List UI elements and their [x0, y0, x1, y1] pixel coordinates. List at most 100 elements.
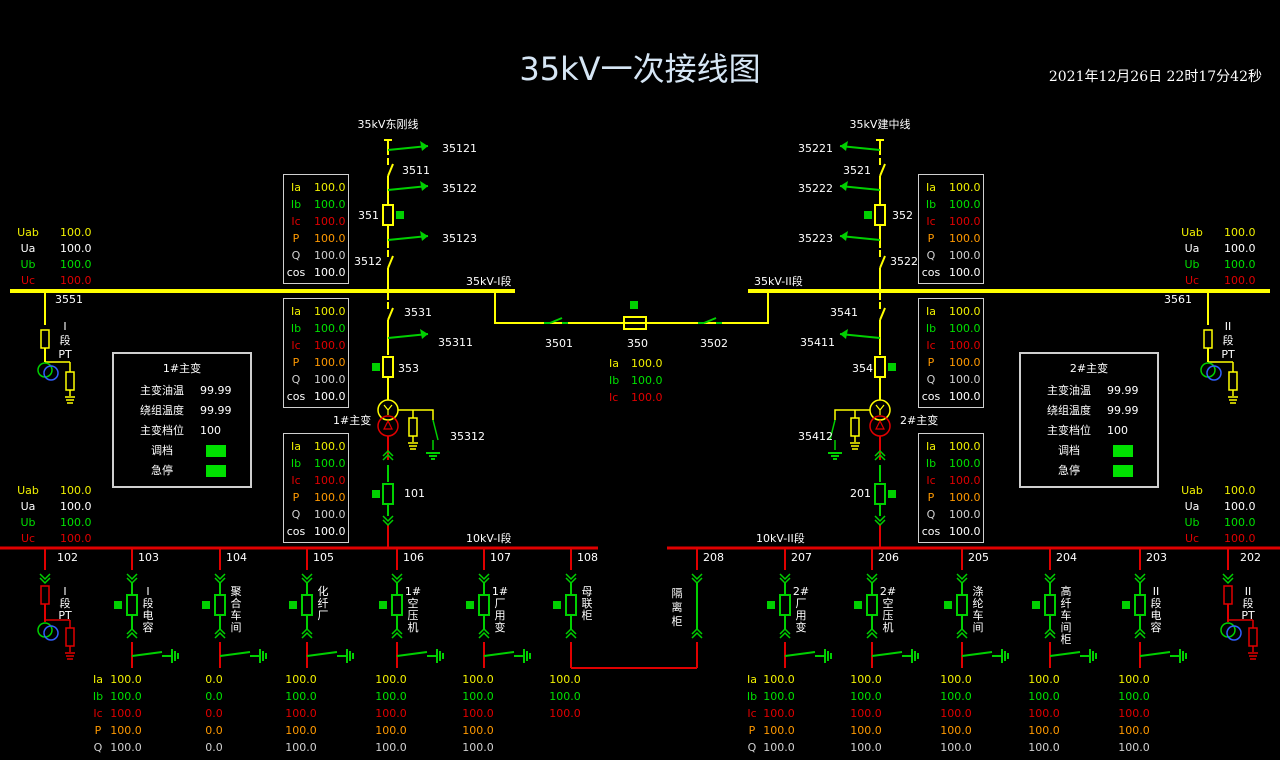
feeder-earth-switch-104[interactable] [219, 651, 251, 657]
coupler-status[interactable] [630, 301, 638, 309]
feeder-name-label: 变 [796, 620, 807, 634]
feeder-earth-switch-205[interactable] [961, 651, 993, 657]
coupler-meas-label: Ia [609, 357, 619, 370]
meas-value: 100.0 [949, 181, 981, 194]
plug-chevron-icon [301, 573, 313, 581]
feeder-meas-value: 100.0 [940, 741, 972, 754]
coupler-switch-3502[interactable] [703, 317, 717, 324]
feeder-row-label: Ic [747, 707, 756, 720]
feeder-breaker-108[interactable] [565, 594, 577, 616]
pt-winding-icon [43, 625, 59, 641]
feeder-breaker-207-status[interactable] [767, 601, 775, 609]
breaker-351-status[interactable] [396, 211, 404, 219]
breaker-354-status[interactable] [888, 363, 896, 371]
switch-label: 35411 [800, 336, 835, 349]
meas-value: 100.0 [314, 232, 346, 245]
switch-3512[interactable] [387, 255, 394, 269]
feeder-name-label: 柜 [672, 615, 683, 628]
plug-chevron-icon [565, 577, 577, 585]
switch-label: 35122 [442, 182, 477, 195]
switch-3522[interactable] [879, 255, 886, 269]
feeder-breaker-205-status[interactable] [944, 601, 952, 609]
coupler-breaker-350[interactable] [623, 316, 647, 330]
meas-label: Ib [290, 198, 302, 211]
panel-row: 调档 [1039, 442, 1133, 458]
switch-3531[interactable] [387, 307, 394, 321]
plug-chevron-icon [301, 577, 313, 585]
breaker-353[interactable] [382, 356, 394, 378]
feeder-name-label: 电 [143, 609, 154, 622]
breaker-101-status[interactable] [372, 490, 380, 498]
feeder-breaker-206[interactable] [866, 594, 878, 616]
feeder-breaker-106[interactable] [391, 594, 403, 616]
feeder-meas-value: 100.0 [1118, 707, 1150, 720]
feeder-name-label: 容 [1151, 620, 1162, 634]
tap-change-button[interactable] [206, 445, 226, 457]
feeder-meas-value: 0.0 [205, 741, 223, 754]
feeder-breaker-108-status[interactable] [553, 601, 561, 609]
panel-row: 急停 [1039, 462, 1133, 478]
plug-chevron-icon [866, 627, 878, 635]
feeder-breaker-206-status[interactable] [854, 601, 862, 609]
breaker-101[interactable] [382, 483, 394, 505]
feeder-breaker-203[interactable] [1134, 594, 1146, 616]
panel-row: 调档 [132, 442, 226, 458]
feeder-breaker-204-status[interactable] [1032, 601, 1040, 609]
switch-3521[interactable] [879, 163, 886, 177]
feeder-breaker-103[interactable] [126, 594, 138, 616]
coupler-switch-3501[interactable] [549, 317, 563, 324]
feeder-earth-switch-206[interactable] [871, 651, 903, 657]
feeder-breaker-204[interactable] [1044, 594, 1056, 616]
plug-chevron-icon [382, 453, 394, 461]
feeder-meas-value: 0.0 [205, 724, 223, 737]
feeder-name-label: 容 [143, 620, 154, 634]
voltage-label: Ua [21, 500, 36, 513]
tap-change-button[interactable] [1113, 445, 1133, 457]
breaker-352[interactable] [874, 204, 886, 226]
feeder-breaker-205[interactable] [956, 594, 968, 616]
feeder-breaker-104[interactable] [214, 594, 226, 616]
meas-value: 100.0 [949, 474, 981, 487]
feeder-name-label: 段 [60, 596, 71, 610]
coupler-meas-value: 100.0 [631, 374, 663, 387]
feeder-breaker-107[interactable] [478, 594, 490, 616]
feeder-breaker-105[interactable] [301, 594, 313, 616]
breaker-201[interactable] [874, 483, 886, 505]
plug-chevron-icon [214, 577, 226, 585]
neutral-switch-35312[interactable] [432, 419, 439, 441]
meas-label: Ib [925, 457, 937, 470]
breaker-352-status[interactable] [864, 211, 872, 219]
voltage-value: 100.0 [1224, 226, 1256, 239]
feeder-earth-switch-204[interactable] [1049, 651, 1081, 657]
switch-3511[interactable] [387, 163, 394, 177]
feeder-breaker-207[interactable] [779, 594, 791, 616]
feeder-breaker-203-status[interactable] [1122, 601, 1130, 609]
datetime-display: 2021年12月26日 22时17分42秒 [1048, 69, 1262, 85]
meas-label: Ia [291, 305, 301, 318]
breaker-354[interactable] [874, 356, 886, 378]
breaker-351[interactable] [382, 204, 394, 226]
emergency-stop-button[interactable] [206, 465, 226, 477]
feeder-earth-switch-105[interactable] [306, 651, 338, 657]
feeder-breaker-107-status[interactable] [466, 601, 474, 609]
emergency-stop-button[interactable] [1113, 465, 1133, 477]
feeder-breaker-105-status[interactable] [289, 601, 297, 609]
feeder-breaker-103-status[interactable] [114, 601, 122, 609]
feeder-breaker-106-status[interactable] [379, 601, 387, 609]
feeder-earth-switch-203[interactable] [1139, 651, 1171, 657]
breaker-201-status[interactable] [888, 490, 896, 498]
feeder-earth-switch-103[interactable] [131, 651, 163, 657]
arrow-icon [840, 329, 848, 339]
meas-value: 100.0 [314, 440, 346, 453]
breaker-353-status[interactable] [372, 363, 380, 371]
feeder-breaker-104-status[interactable] [202, 601, 210, 609]
switch-label: 201 [850, 487, 871, 500]
feeder-earth-switch-107[interactable] [483, 651, 515, 657]
panel-row-label: 主变档位 [1047, 424, 1091, 437]
feeder-earth-switch-207[interactable] [784, 651, 816, 657]
switch-3541[interactable] [879, 307, 886, 321]
neutral-switch-35412[interactable] [829, 419, 836, 441]
feeder-name-label: 段 [143, 596, 154, 610]
feeder-earth-switch-106[interactable] [396, 651, 428, 657]
